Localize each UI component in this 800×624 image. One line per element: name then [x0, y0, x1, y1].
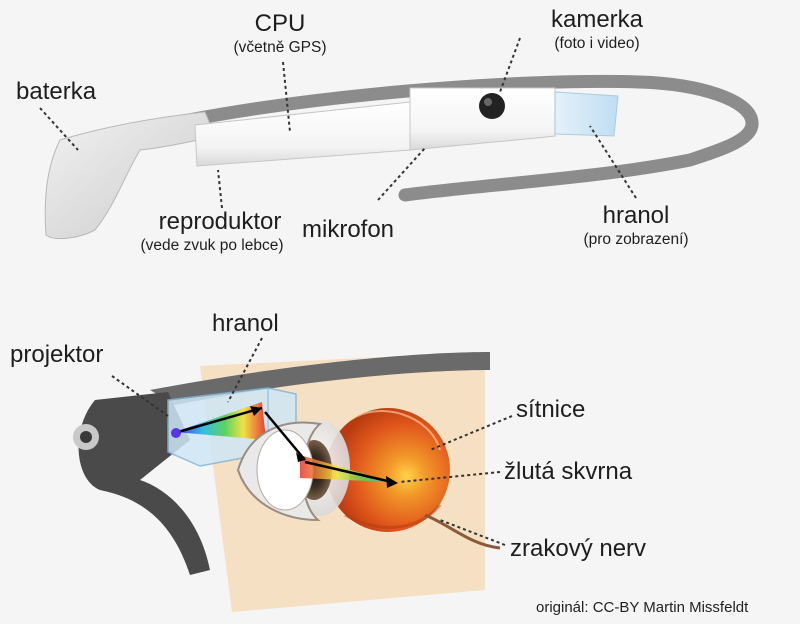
label-projektor: projektor	[10, 341, 104, 368]
frame-arm	[143, 74, 759, 202]
light-beam	[300, 455, 392, 482]
credit-text: originál: CC-BY Martin Missfeldt	[536, 599, 749, 616]
optic-nerve	[424, 513, 501, 550]
label-cpu: CPU	[254, 10, 306, 37]
label-kamerka: kamerka	[550, 6, 644, 33]
eye-cross-section	[73, 337, 513, 612]
label-reproduktor: reproduktor	[158, 208, 282, 235]
eyeball	[326, 408, 450, 532]
display-prism	[554, 91, 619, 137]
label-hranol-top: hranol	[602, 202, 670, 229]
camera-lens	[479, 93, 505, 119]
label-hranol-note: (pro zobrazení)	[583, 231, 689, 248]
label-zluta-skvrna: žlutá skvrna	[504, 458, 633, 485]
battery-pod	[44, 111, 216, 240]
label-reproduktor-note: (vede zvuk po lebce)	[140, 237, 284, 254]
label-cpu-note: (včetně GPS)	[233, 39, 327, 56]
label-mikrofon: mikrofon	[302, 216, 395, 243]
label-hranol-bottom: hranol	[212, 310, 279, 337]
cpu-housing	[194, 101, 411, 167]
label-zrakovy-nerv: zrakový nerv	[510, 535, 647, 562]
projector-source	[171, 428, 181, 438]
label-sitnice: sítnice	[516, 396, 586, 423]
glass-side-view	[39, 37, 759, 240]
label-kamerka-note: (foto i video)	[554, 35, 640, 52]
label-baterka: baterka	[16, 78, 97, 105]
